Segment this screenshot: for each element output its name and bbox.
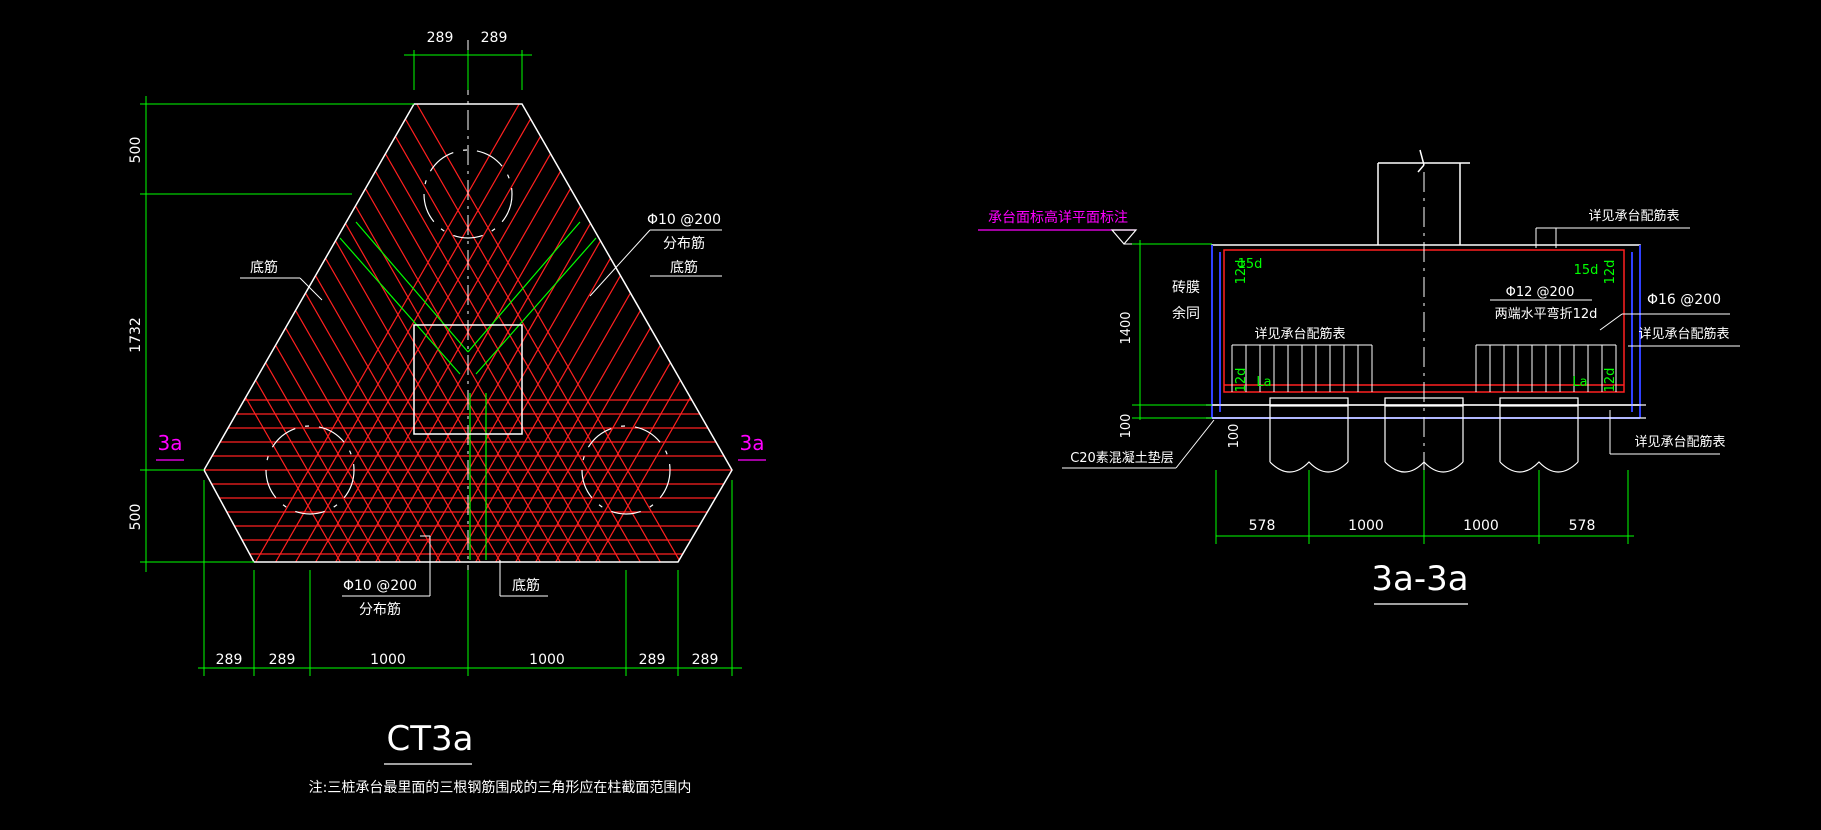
height-dim-100-b: 100 — [1227, 424, 1242, 449]
spec-right: Φ16 @200 — [1647, 292, 1721, 308]
dim-bottom-5: 289 — [639, 652, 666, 668]
stirrup-lines-right — [1475, 344, 1617, 392]
label-bottom-bar-center: 底筋 — [512, 577, 540, 594]
ct3a-plan-view: 289 289 500 1732 500 289 289 1000 1000 2… — [128, 30, 766, 796]
label-bottom-dist: 分布筋 — [359, 601, 401, 618]
dim-bottom-1: 289 — [216, 652, 243, 668]
dim-bottom-6: 289 — [692, 652, 719, 668]
section-title: 3a-3a — [1371, 559, 1468, 599]
height-dim-100: 100 — [1119, 414, 1134, 439]
section-bottom-dim-4: 578 — [1569, 518, 1596, 534]
dim-bottom-4: 1000 — [529, 652, 565, 668]
spec-center-1: Φ12 @200 — [1506, 285, 1575, 300]
dim-top-2: 289 — [481, 30, 508, 46]
section-bottom-dim-1: 578 — [1249, 518, 1276, 534]
dim-left-500-top: 500 — [128, 137, 144, 164]
section-3a-view: 承台面标高详平面标注 1400 100 100 578 1000 1000 57… — [978, 149, 1740, 605]
label-15d-left: 15d — [1238, 257, 1263, 272]
height-dim-1400: 1400 — [1119, 311, 1134, 344]
section-mark-left: 3a — [158, 431, 183, 455]
detail-label-right: 详见承台配筋表 — [1638, 326, 1729, 342]
label-bottom-bar-left: 底筋 — [250, 259, 278, 276]
section-bottom-dim-2: 1000 — [1348, 518, 1384, 534]
detail-label-bottom: 详见承台配筋表 — [1634, 434, 1725, 450]
dim-top-1: 289 — [427, 30, 454, 46]
dim-bottom-2: 289 — [269, 652, 296, 668]
distribution-bars — [339, 221, 597, 560]
label-15d-right: 15d — [1574, 263, 1599, 278]
side-label-same: 余同 — [1172, 305, 1200, 322]
pile-circles — [265, 149, 671, 515]
section-dimension-lines — [1132, 240, 1634, 544]
dim-left-500-bottom: 500 — [128, 504, 144, 531]
label-la-right: La — [1572, 375, 1587, 390]
ct3a-title: CT3a — [387, 719, 474, 759]
spec-right-arrow — [1599, 313, 1623, 331]
label-12d-tr: 12d — [1603, 260, 1618, 285]
side-label-brick: 砖膜 — [1172, 280, 1200, 296]
dimension-lines — [140, 50, 742, 676]
label-12d-br: 12d — [1603, 368, 1618, 393]
cushion-label: C20素混凝土垫层 — [1070, 450, 1174, 466]
dim-left-1732: 1732 — [128, 317, 144, 353]
stirrup-lines-left — [1231, 344, 1373, 392]
ct3a-note: 注:三桩承台最里面的三根钢筋围成的三角形应在柱截面范围内 — [309, 779, 692, 796]
label-top-right-spec: Φ10 @200 — [647, 212, 721, 228]
cushion-leader-diag — [1175, 419, 1215, 469]
column-stub — [1377, 149, 1470, 245]
pile-sections — [1269, 397, 1579, 473]
detail-label-top: 详见承台配筋表 — [1588, 208, 1679, 224]
label-distribution-bar: 分布筋 — [663, 235, 705, 252]
leader-lines — [240, 229, 722, 597]
label-12d-tl: 12d — [1234, 260, 1249, 285]
section-bottom-dim-3: 1000 — [1463, 518, 1499, 534]
level-marker — [978, 229, 1212, 245]
level-note: 承台面标高详平面标注 — [988, 209, 1128, 226]
spec-center-2: 两端水平弯折12d — [1495, 306, 1598, 322]
detail-label-left: 详见承台配筋表 — [1254, 326, 1345, 342]
label-la-left: La — [1256, 375, 1271, 390]
section-mark-right: 3a — [740, 431, 765, 455]
label-bottom-spec: Φ10 @200 — [343, 578, 417, 594]
label-bottom-bar-right: 底筋 — [670, 259, 698, 276]
label-12d-bl: 12d — [1234, 368, 1249, 393]
dim-bottom-3: 1000 — [370, 652, 406, 668]
